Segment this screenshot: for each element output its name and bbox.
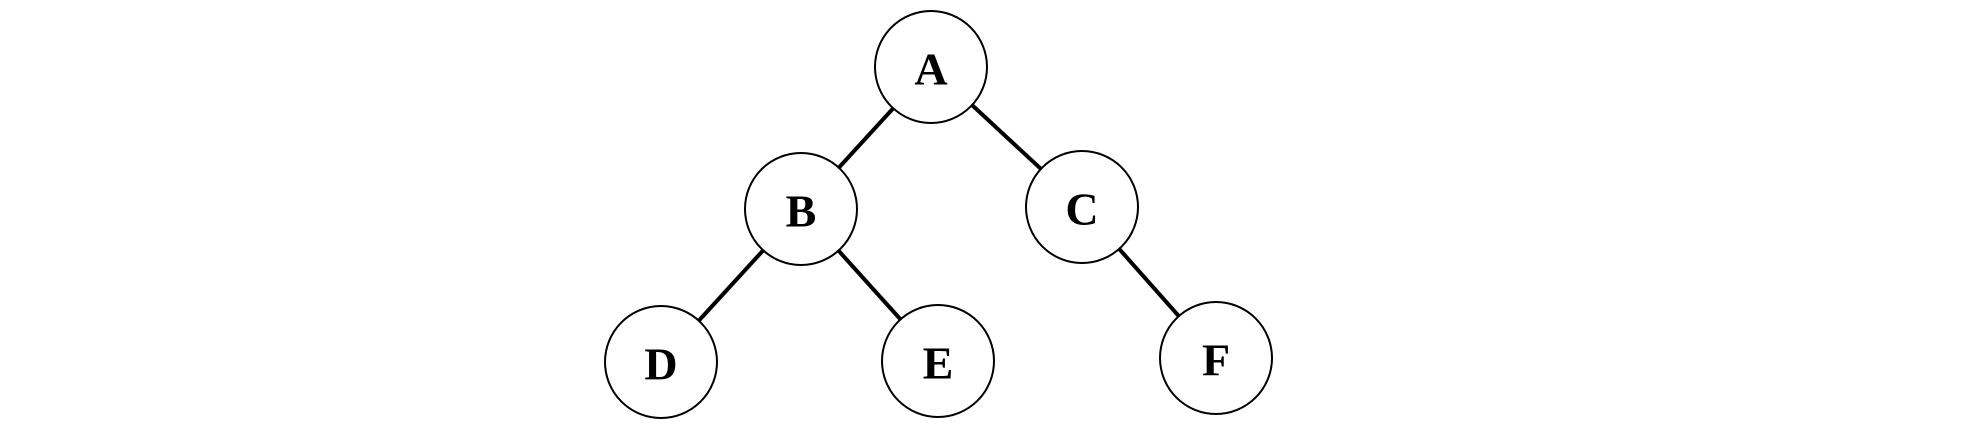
tree-node-label-C: C [1065,184,1098,235]
tree-node-label-A: A [914,44,947,95]
tree-node-label-F: F [1202,335,1230,386]
tree-node-label-B: B [786,186,817,237]
tree-node-B: B [744,152,858,266]
tree-node-label-D: D [644,339,677,390]
tree-node-C: C [1025,150,1139,264]
tree-node-circle-B [744,152,858,266]
tree-node-circle-C [1025,150,1139,264]
tree-node-circle-D [604,305,718,419]
tree-node-circle-E [881,304,995,418]
tree-node-circle-F [1159,301,1273,415]
tree-node-F: F [1159,301,1273,415]
tree-node-D: D [604,305,718,419]
tree-node-E: E [881,304,995,418]
tree-node-label-E: E [923,338,954,389]
tree-node-A: A [874,10,988,124]
tree-node-circle-A [874,10,988,124]
